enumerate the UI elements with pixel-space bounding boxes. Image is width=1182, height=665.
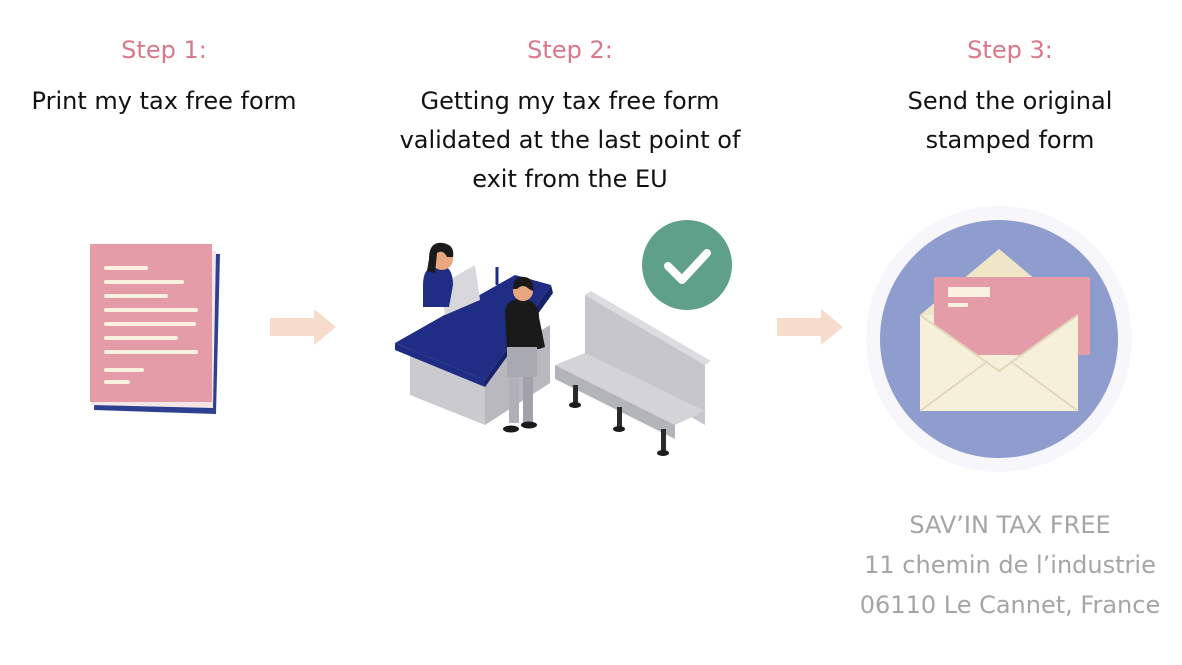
arrow-right-icon — [777, 309, 843, 345]
bench-icon — [555, 291, 711, 456]
step-2-label: Step 2: — [527, 36, 613, 64]
tax-form-document-icon — [90, 244, 220, 414]
step-1-title: Print my tax free form — [14, 82, 314, 121]
step-3-title-line: Send the original — [907, 87, 1113, 115]
customs-desk-validation-icon — [395, 220, 732, 456]
traveller-icon — [503, 276, 545, 433]
envelope-with-form-icon — [866, 206, 1132, 472]
step-1-label: Step 1: — [121, 36, 207, 64]
step-2-title-line: Getting my tax free form — [420, 87, 720, 115]
step-3-label: Step 3: — [967, 36, 1053, 64]
step-3-title: Send the original stamped form — [855, 82, 1165, 160]
mailing-address: SAV’IN TAX FREE 11 chemin de l’industrie… — [845, 505, 1175, 625]
arrow-right-icon — [270, 309, 336, 345]
step-2-title-line: exit from the EU — [472, 165, 668, 193]
address-line: 06110 Le Cannet, France — [859, 591, 1161, 619]
check-badge-icon — [642, 220, 732, 310]
step-2-title: Getting my tax free form validated at th… — [380, 82, 760, 199]
step-1-title-line: Print my tax free form — [31, 87, 297, 115]
address-line: 11 chemin de l’industrie — [864, 551, 1156, 579]
customs-officer-icon — [423, 242, 454, 307]
step-3-title-line: stamped form — [925, 126, 1095, 154]
address-line: SAV’IN TAX FREE — [909, 511, 1111, 539]
step-2-title-line: validated at the last point of — [399, 126, 741, 154]
